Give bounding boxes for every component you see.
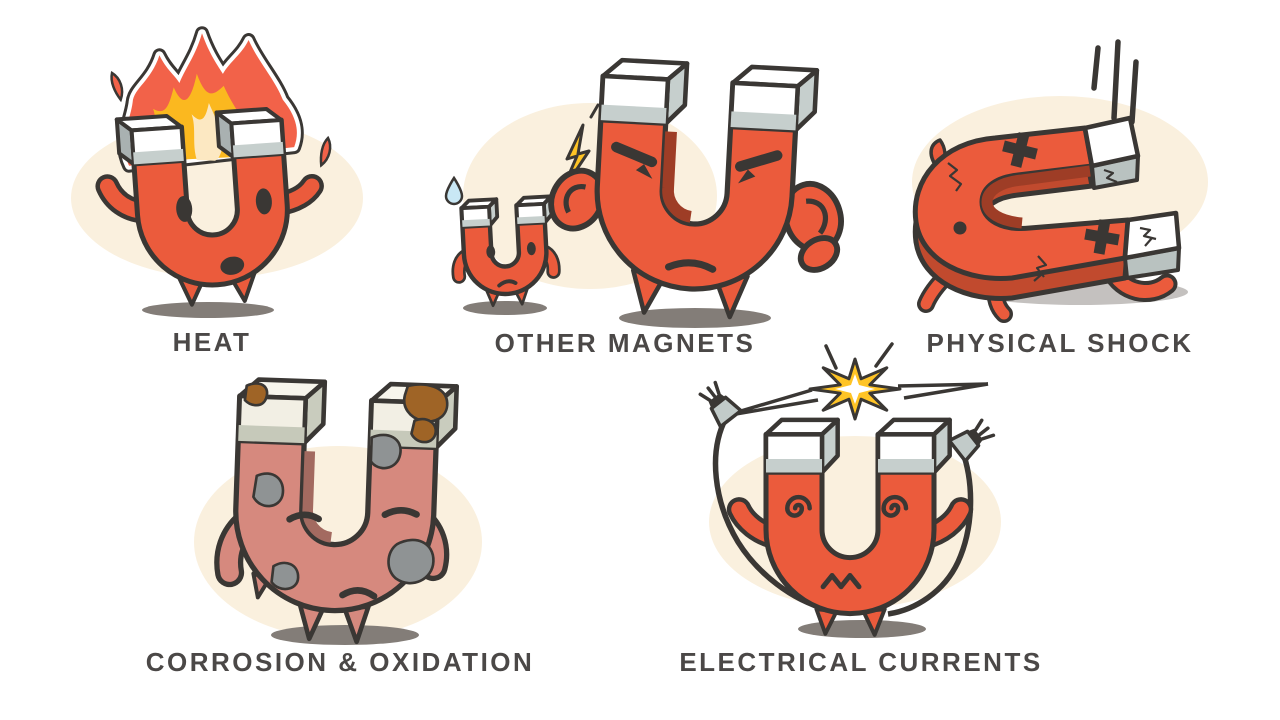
dazed-magnet-character xyxy=(726,417,974,637)
corroded-magnet-illustration xyxy=(194,377,482,645)
inner-shadow xyxy=(302,451,333,543)
impact-lines-icon xyxy=(1091,39,1139,125)
flame-fleck-icon xyxy=(319,135,332,168)
dazed-face xyxy=(785,494,909,590)
rust-patches xyxy=(243,382,449,591)
power-cord xyxy=(887,449,974,617)
power-plug-icon xyxy=(698,380,743,429)
burning-magnet-character xyxy=(95,26,324,307)
big-angry-magnet-character xyxy=(548,57,844,320)
ground-shadow xyxy=(142,302,274,318)
magnet-on-fire-illustration xyxy=(71,26,363,318)
electrocuted-magnet-illustration xyxy=(698,342,1001,638)
ground-shadow xyxy=(463,301,547,315)
spiral-eye-icon xyxy=(881,494,909,518)
other-magnets-illustration xyxy=(444,57,844,328)
small-scared-magnet-character xyxy=(451,194,561,308)
sad-face xyxy=(286,506,420,600)
magnet-pole-tips xyxy=(114,106,286,167)
inner-shadow xyxy=(981,165,1091,229)
ground-shadow xyxy=(271,625,419,645)
cross-eye-icon xyxy=(1084,219,1120,255)
power-plug-icon xyxy=(947,418,996,463)
ground-shadow xyxy=(798,620,926,638)
eye-dot xyxy=(953,221,967,235)
cross-eye-icon xyxy=(1002,132,1038,168)
sweat-drop-icon xyxy=(444,175,464,206)
caption-electrical-currents: ELECTRICAL CURRENTS xyxy=(679,647,1043,677)
corroded-magnet-character xyxy=(214,377,460,645)
zigzag-mouth xyxy=(820,573,862,590)
physical-shock-illustration xyxy=(912,39,1208,323)
crack-lines xyxy=(947,162,1157,282)
worried-face xyxy=(486,242,536,288)
caption-corrosion-oxidation: CORROSION & OXIDATION xyxy=(145,647,535,677)
caption-other-magnets: OTHER MAGNETS xyxy=(494,328,756,358)
inner-shadow xyxy=(662,131,692,223)
spiral-eye-icon xyxy=(785,494,812,518)
fallen-cracked-magnet-character xyxy=(912,115,1182,323)
caption-physical-shock: PHYSICAL SHOCK xyxy=(926,328,1194,358)
spark-burst-icon xyxy=(723,342,989,421)
surprised-face xyxy=(176,188,272,275)
caption-heat: HEAT xyxy=(172,327,252,357)
angry-face xyxy=(611,141,783,273)
flame-fleck-icon xyxy=(110,71,124,103)
